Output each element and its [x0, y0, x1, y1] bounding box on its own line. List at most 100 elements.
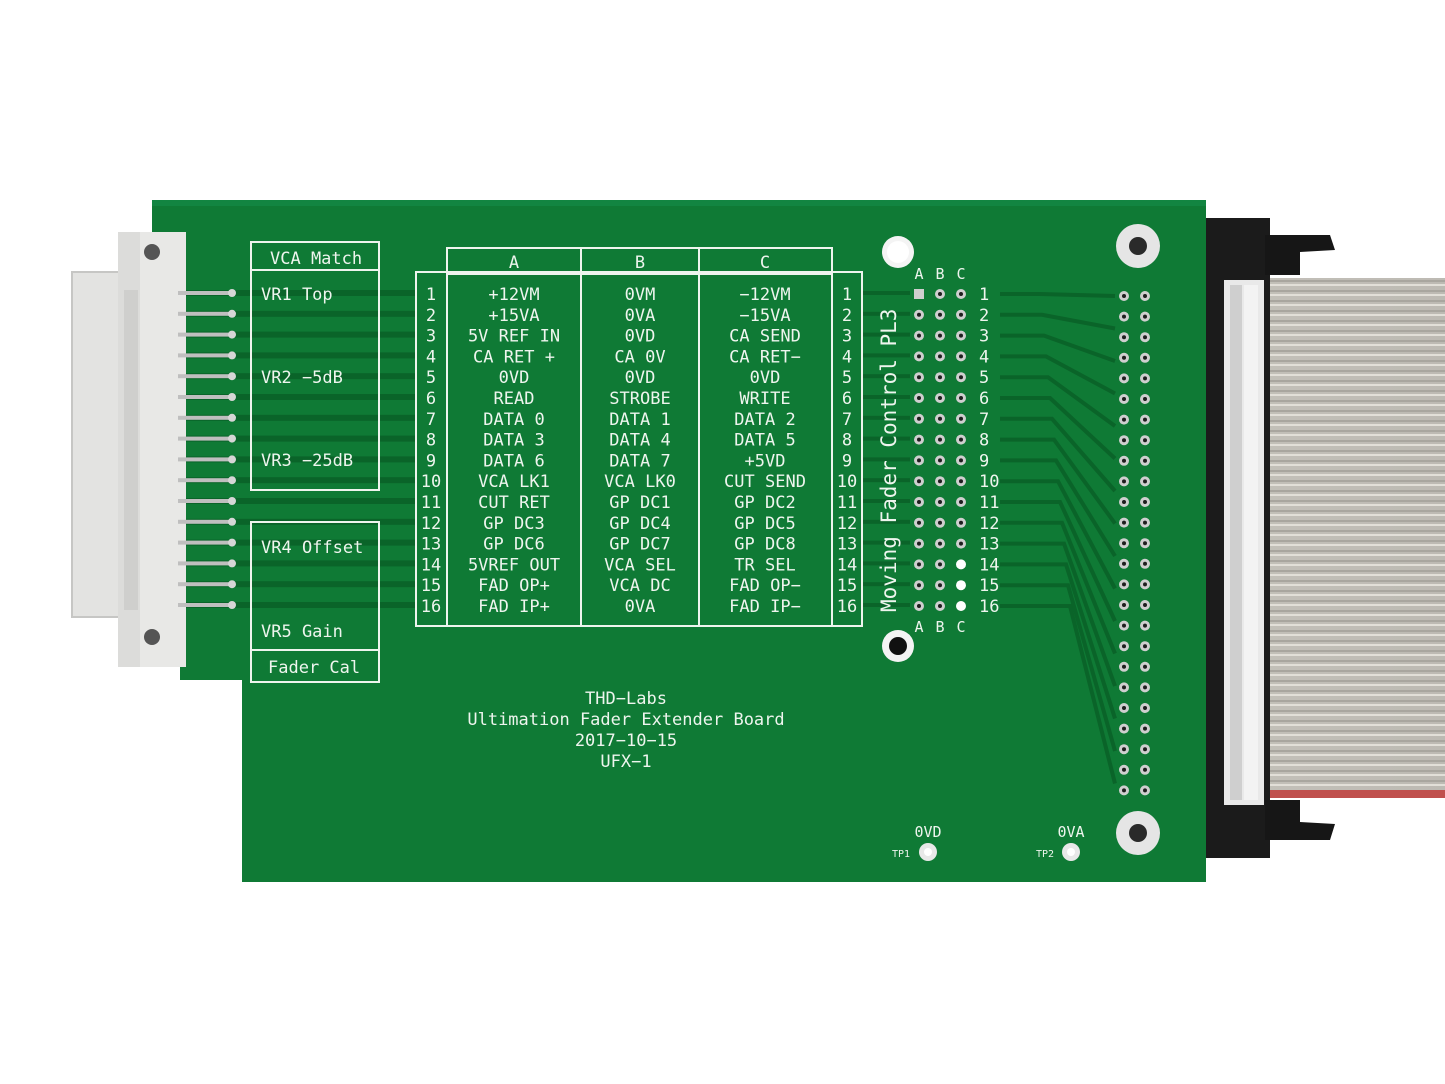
header-pin-icon: [228, 517, 236, 526]
pin-drill: [917, 562, 921, 567]
header-row-number: 8: [979, 431, 989, 451]
pin-number-left: 5: [426, 368, 436, 388]
trace: [862, 332, 910, 337]
header-pin-icon: [228, 309, 236, 318]
pin-drill: [1122, 541, 1126, 546]
tp2-net: 0VA: [1057, 823, 1084, 841]
pin-drill: [1122, 500, 1126, 504]
trace: [1000, 562, 1117, 720]
pin-drill: [1122, 335, 1126, 340]
pin-drill: [917, 333, 921, 338]
pin-drill: [917, 458, 921, 463]
pin-drill: [1143, 541, 1147, 546]
pin-number-right: 5: [842, 368, 852, 388]
pin-number-right: 13: [837, 535, 857, 555]
header-pin-icon: [228, 580, 236, 589]
pin-number-left: 1: [426, 285, 436, 305]
din-pin: [178, 519, 230, 524]
pin-signal-a: +15VA: [488, 306, 539, 326]
pin-drill: [1122, 726, 1126, 731]
header-row-number: 14: [979, 555, 999, 575]
table-header-b: B: [635, 253, 645, 273]
header-pin-icon: [228, 434, 236, 443]
pin-signal-c: +5VD: [745, 451, 786, 471]
trace: [1000, 437, 1117, 525]
pin-signal-a: DATA 0: [483, 410, 544, 430]
pin-number-left: 13: [421, 535, 441, 555]
table-header-a: A: [509, 253, 519, 273]
header-row-number: 15: [979, 576, 999, 596]
pin-number-right: 3: [842, 327, 852, 347]
pin-number-left: 16: [421, 597, 441, 617]
pin-signal-a: CUT RET: [478, 493, 550, 513]
pin-signal-a: DATA 3: [483, 431, 544, 451]
pin-drill: [1143, 685, 1147, 690]
pin-drill: [1122, 561, 1126, 566]
trace: [862, 603, 910, 607]
board-date: 2017−10−15: [575, 731, 677, 751]
header-pin-icon: [228, 330, 236, 339]
header-col-b-bottom: B: [935, 618, 944, 636]
mounting-hole-icon: [144, 244, 160, 260]
pin-signal-a: GP DC6: [483, 535, 544, 555]
pin-signal-a: VCA LK1: [478, 472, 550, 492]
pin-signal-c: DATA 5: [734, 431, 795, 451]
pin-signal-c: −12VM: [739, 285, 790, 305]
pin-drill: [917, 500, 921, 504]
pin-signal-a: GP DC3: [483, 514, 544, 534]
trace: [862, 582, 910, 587]
header-pin-icon: [228, 372, 236, 381]
pin-signal-b: DATA 1: [609, 410, 670, 430]
pin-drill: [1122, 747, 1126, 752]
vr4-label: VR4 Offset: [261, 538, 363, 558]
header-pin-icon: [228, 601, 236, 609]
header-pin-icon: [914, 289, 924, 299]
tp1-label: TP1: [892, 849, 910, 860]
pin-drill: [938, 604, 942, 608]
trace: [1000, 333, 1116, 363]
trace: [1000, 458, 1117, 558]
trace: [862, 291, 910, 295]
pin-signal-c: FAD IP−: [729, 597, 801, 617]
trace: [862, 499, 910, 503]
pin-signal-b: DATA 4: [609, 431, 670, 451]
trace: [1000, 520, 1117, 655]
pin-drill: [959, 500, 963, 504]
pin-drill: [1143, 479, 1147, 484]
pin-drill: [917, 583, 921, 588]
trace: [186, 581, 416, 588]
trace: [1000, 583, 1117, 752]
pin-drill: [1143, 582, 1147, 587]
pin-signal-b: GP DC4: [609, 514, 670, 534]
pin-drill: [1143, 397, 1147, 401]
din-pin: [178, 457, 230, 462]
trace: [186, 477, 416, 484]
pin-number-left: 8: [426, 431, 436, 451]
pin-drill: [938, 562, 942, 567]
pin-drill: [938, 520, 942, 525]
board-title: Ultimation Fader Extender Board: [467, 710, 784, 730]
pin-drill: [1143, 623, 1147, 628]
pin-table: [415, 247, 863, 627]
pin-signal-b: VCA SEL: [604, 555, 676, 575]
pin-signal-b: 0VA: [625, 597, 656, 617]
pin-drill: [938, 292, 942, 296]
pin-drill: [938, 437, 942, 442]
din-pin: [178, 332, 230, 337]
header-row-number: 3: [979, 327, 989, 347]
table-header-c: C: [760, 253, 770, 273]
header-pin-icon: [228, 476, 236, 485]
pin-signal-c: CA RET−: [729, 347, 801, 367]
pin-drill: [1143, 355, 1147, 360]
pin-number-right: 8: [842, 431, 852, 451]
pin-drill: [1122, 664, 1126, 669]
pin-number-right: 1: [842, 285, 852, 305]
pin-drill: [1122, 788, 1126, 793]
pin-signal-c: TR SEL: [734, 555, 795, 575]
pin-signal-c: −15VA: [739, 306, 790, 326]
pin-signal-b: 0VM: [625, 285, 656, 305]
pin-signal-c: CUT SEND: [724, 472, 806, 492]
pin-signal-b: GP DC1: [609, 493, 670, 513]
pin-drill: [1122, 603, 1126, 607]
